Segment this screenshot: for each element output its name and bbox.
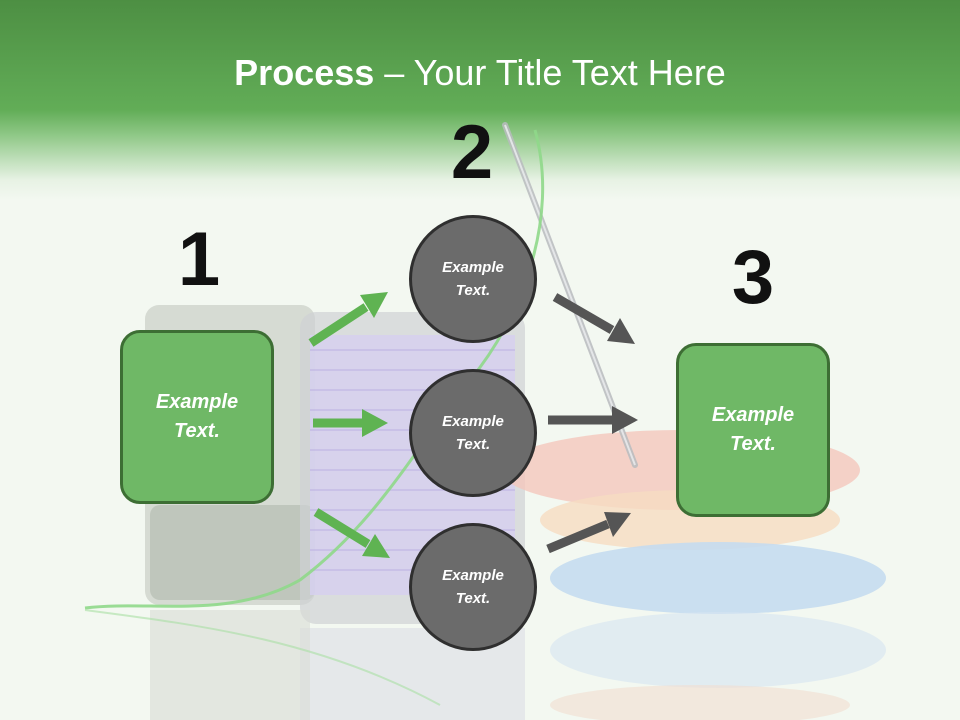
step-number-1: 1 bbox=[177, 217, 221, 302]
circle-2-line2: Text. bbox=[455, 436, 491, 453]
arrow-1-to-circle-3 bbox=[313, 508, 390, 558]
arrow-1-to-circle-1 bbox=[308, 292, 388, 347]
circle-1-line2: Text. bbox=[455, 282, 491, 299]
title-rest: – Your Title Text Here bbox=[374, 52, 726, 93]
step-number-2: 2 bbox=[450, 110, 494, 195]
step-1-text-line1: Example bbox=[155, 391, 239, 413]
step-number-3: 3 bbox=[731, 235, 775, 320]
arrow-circle-1-to-3 bbox=[552, 293, 635, 344]
step-3-text-line2: Text. bbox=[730, 433, 776, 455]
arrow-circle-2-to-3 bbox=[548, 406, 638, 434]
slide-title: Process – Your Title Text Here bbox=[0, 52, 960, 94]
circle-3-line2: Text. bbox=[455, 590, 491, 607]
arrow-1-to-circle-2 bbox=[313, 409, 388, 437]
arrow-circle-3-to-3 bbox=[546, 512, 631, 554]
header-band bbox=[0, 0, 960, 200]
title-bold: Process bbox=[234, 52, 375, 93]
step-3-text-line1: Example bbox=[711, 404, 795, 426]
step-1-text-line2: Text. bbox=[174, 420, 220, 442]
circle-3-line1: Example bbox=[442, 567, 504, 584]
circle-1-line1: Example bbox=[442, 259, 504, 276]
circle-2-line1: Example bbox=[442, 413, 504, 430]
